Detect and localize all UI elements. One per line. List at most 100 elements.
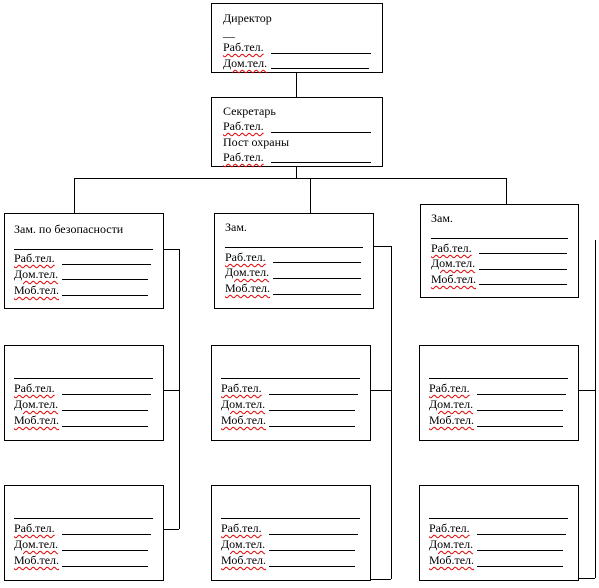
subordinate-title-line	[221, 518, 360, 519]
connector-col2-top	[374, 246, 391, 247]
subordinate-work-phone-line	[477, 394, 566, 395]
subordinate-work-phone-label: Раб.тел.	[221, 381, 262, 395]
subordinate-work-phone-label: Раб.тел.	[429, 381, 470, 395]
connector-bus-deputy-1	[74, 178, 75, 213]
subordinate-work-phone-label: Раб.тел.	[429, 521, 470, 535]
subordinate-title-line	[429, 518, 568, 519]
director-work-phone-line	[271, 53, 371, 54]
deputy-work-phone-line	[62, 264, 151, 265]
subordinate-home-phone-line	[477, 550, 563, 551]
subordinate-home-phone-label: Дом.тел.	[221, 397, 266, 411]
deputy-home-phone-line	[479, 269, 567, 270]
connector-col2-vertical	[391, 246, 392, 579]
secretary-work-phone-label: Раб.тел.	[223, 119, 264, 133]
connector-col3-mid	[579, 390, 595, 391]
subordinate-mobile-phone-line	[477, 566, 563, 567]
subordinate-home-phone-label: Дом.тел.	[221, 537, 266, 551]
deputy-work-phone-label: Раб.тел.	[431, 241, 472, 255]
subordinate-mobile-phone-label: Моб.тел.	[14, 553, 60, 567]
deputy-home-phone-line	[62, 279, 148, 280]
subordinate-home-phone-line	[269, 550, 355, 551]
deputy-title: Зам.	[431, 211, 453, 225]
director-box: Директор __ Раб.тел. Дом.тел.	[211, 3, 383, 73]
subordinate-title-line	[14, 378, 153, 379]
deputy-home-phone-label: Дом.тел.	[14, 267, 59, 281]
subordinate-box-col1-row2: Раб.тел. Дом.тел. Моб.тел.	[4, 485, 164, 581]
deputy-mobile-phone-label: Моб.тел.	[225, 281, 271, 295]
subordinate-box-col2-row2: Раб.тел. Дом.тел. Моб.тел.	[211, 485, 371, 581]
deputy-title: Зам. по безопасности	[14, 222, 124, 236]
deputy-work-phone-label: Раб.тел.	[14, 251, 55, 265]
deputy-mobile-phone-line	[273, 294, 361, 295]
deputy-box-3: Зам. Раб.тел. Дом.тел. Моб.тел.	[420, 204, 579, 298]
guard-post-work-phone-label: Раб.тел.	[223, 150, 264, 164]
subordinate-work-phone-line	[62, 394, 151, 395]
subordinate-title-line	[429, 378, 568, 379]
subordinate-work-phone-label: Раб.тел.	[14, 521, 55, 535]
subordinate-box-col3-row2: Раб.тел. Дом.тел. Моб.тел.	[419, 485, 579, 581]
director-work-phone-label: Раб.тел.	[223, 40, 264, 54]
secretary-title: Секретарь	[223, 104, 276, 118]
deputy-mobile-phone-label: Моб.тел.	[14, 283, 60, 297]
subordinate-mobile-phone-line	[62, 566, 148, 567]
subordinate-home-phone-label: Дом.тел.	[14, 537, 59, 551]
deputy-mobile-phone-label: Моб.тел.	[431, 272, 477, 286]
deputy-title-line	[14, 249, 153, 250]
connector-horizontal-bus	[74, 178, 506, 179]
guard-post-work-phone-line	[271, 162, 371, 163]
subordinate-mobile-phone-label: Моб.тел.	[221, 553, 267, 567]
director-home-phone-label: Дом.тел.	[223, 56, 268, 70]
connector-col1-bottom	[164, 529, 179, 530]
subordinate-home-phone-line	[62, 410, 148, 411]
director-dash: __	[223, 25, 235, 39]
deputy-title-line	[225, 247, 363, 248]
deputy-work-phone-line	[479, 253, 567, 254]
director-title: Директор	[223, 11, 272, 25]
deputy-work-phone-label: Раб.тел.	[225, 250, 266, 264]
deputy-mobile-phone-line	[479, 284, 567, 285]
subordinate-mobile-phone-label: Моб.тел.	[14, 413, 60, 427]
subordinate-mobile-phone-label: Моб.тел.	[429, 413, 475, 427]
secretary-work-phone-line	[271, 132, 371, 133]
subordinate-home-phone-label: Дом.тел.	[14, 397, 59, 411]
subordinate-work-phone-label: Раб.тел.	[221, 521, 262, 535]
connector-col2-mid	[371, 390, 391, 391]
connector-col3-vertical	[595, 240, 596, 578]
subordinate-title-line	[14, 518, 153, 519]
subordinate-home-phone-line	[477, 410, 563, 411]
deputy-box-1: Зам. по безопасности Раб.тел. Дом.тел. М…	[4, 213, 164, 309]
connector-director-secretary	[296, 73, 297, 97]
connector-col1-top	[164, 249, 179, 250]
deputy-work-phone-line	[273, 262, 361, 263]
subordinate-mobile-phone-line	[269, 426, 355, 427]
deputy-title-line	[431, 238, 568, 239]
connector-bus-deputy-2	[310, 178, 311, 213]
subordinate-work-phone-line	[477, 534, 566, 535]
guard-post-title: Пост охраны	[223, 135, 290, 149]
deputy-home-phone-label: Дом.тел.	[225, 265, 270, 279]
subordinate-work-phone-line	[269, 394, 358, 395]
connector-secretary-bus	[296, 167, 297, 178]
subordinate-box-col2-row1: Раб.тел. Дом.тел. Моб.тел.	[211, 345, 371, 441]
deputy-home-phone-label: Дом.тел.	[431, 256, 476, 270]
subordinate-mobile-phone-line	[269, 566, 355, 567]
director-home-phone-line	[271, 68, 369, 69]
subordinate-mobile-phone-line	[477, 426, 563, 427]
subordinate-home-phone-line	[62, 550, 148, 551]
deputy-mobile-phone-line	[62, 295, 148, 296]
subordinate-title-line	[221, 378, 360, 379]
subordinate-box-col1-row1: Раб.тел. Дом.тел. Моб.тел.	[4, 345, 164, 441]
subordinate-box-col3-row1: Раб.тел. Дом.тел. Моб.тел.	[419, 345, 579, 441]
subordinate-work-phone-label: Раб.тел.	[14, 381, 55, 395]
subordinate-mobile-phone-label: Моб.тел.	[221, 413, 267, 427]
subordinate-work-phone-line	[62, 534, 151, 535]
subordinate-home-phone-label: Дом.тел.	[429, 397, 474, 411]
subordinate-mobile-phone-label: Моб.тел.	[429, 553, 475, 567]
connector-col1-vertical	[179, 249, 180, 529]
secretary-box: Секретарь Раб.тел. Пост охраны Раб.тел.	[211, 97, 383, 167]
deputy-title: Зам.	[225, 220, 247, 234]
connector-col3-bottom	[579, 578, 595, 579]
deputy-box-2: Зам. Раб.тел. Дом.тел. Моб.тел.	[214, 213, 374, 309]
subordinate-home-phone-label: Дом.тел.	[429, 537, 474, 551]
subordinate-mobile-phone-line	[62, 426, 148, 427]
